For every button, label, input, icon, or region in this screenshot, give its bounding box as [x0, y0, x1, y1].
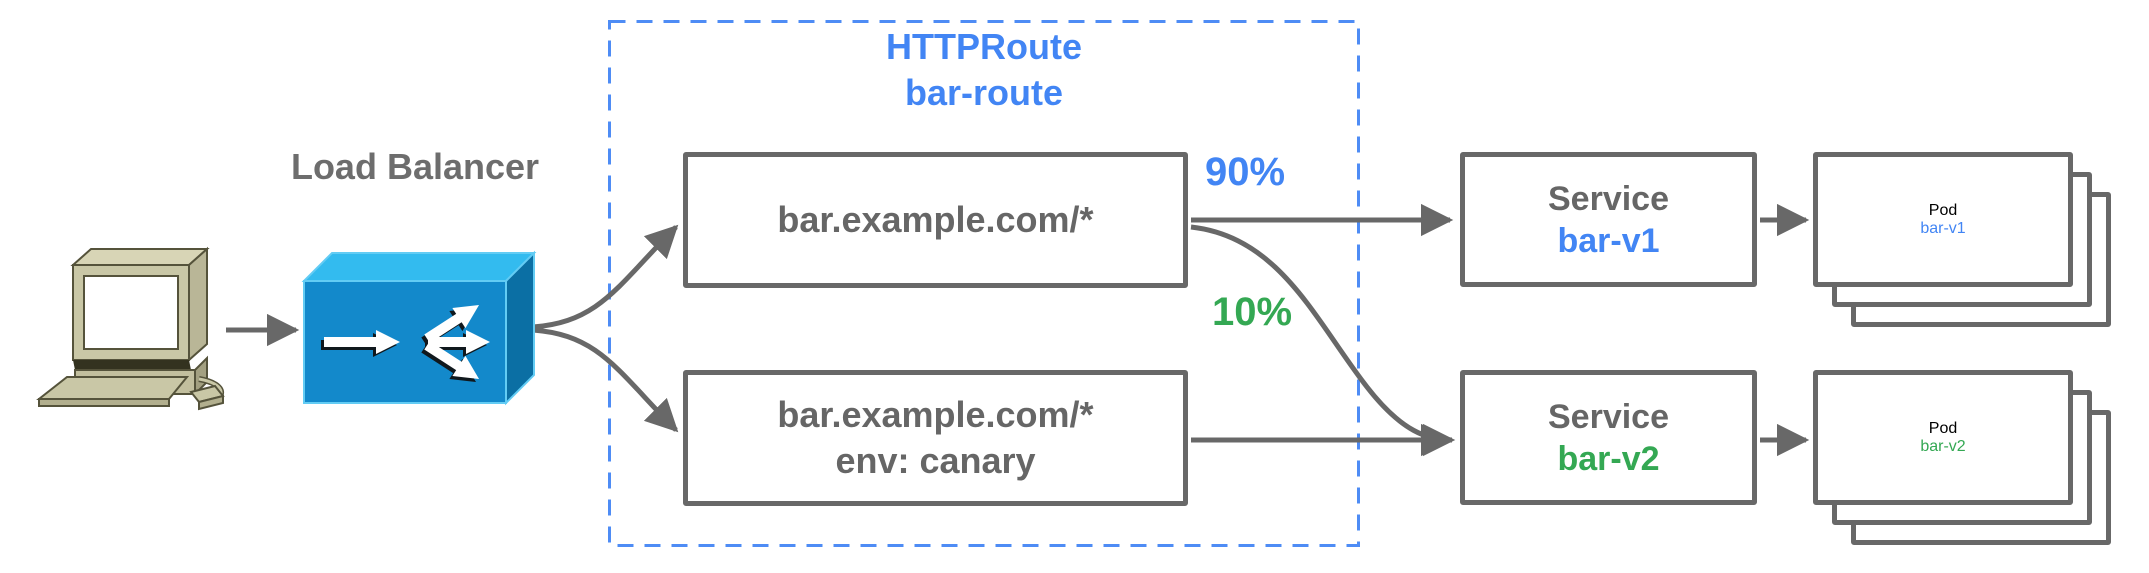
service-v2-name-label: bar-v2	[1557, 439, 1660, 478]
service-bar-v2-box: Service bar-v2	[1460, 370, 1757, 505]
route-rule-1-box: bar.example.com/*	[683, 152, 1188, 288]
route-rule-1-match: bar.example.com/*	[777, 199, 1094, 240]
pod-v1-name-label: bar-v1	[1920, 219, 1966, 237]
load-balancer-label: Load Balancer	[290, 146, 540, 187]
pod-v1-kind-label: Pod	[1928, 201, 1958, 219]
load-balancer-icon	[301, 250, 537, 406]
pod-v2-kind-label: Pod	[1928, 419, 1958, 437]
httproute-dashed-border	[608, 20, 1360, 547]
pod-bar-v1-stack: Pod bar-v1	[1813, 152, 2113, 332]
httproute-name-label: bar-route	[904, 72, 1063, 113]
route-rule-2-box: bar.example.com/* env: canary	[683, 370, 1188, 506]
service-v2-kind-label: Service	[1548, 397, 1669, 436]
httproute-group-title: HTTPRoute bar-route	[608, 24, 1360, 116]
service-v1-name-label: bar-v1	[1557, 221, 1660, 260]
pod-v2-name-label: bar-v2	[1920, 437, 1966, 455]
arrow-lb-to-rule2	[532, 327, 679, 433]
service-v1-kind-label: Service	[1548, 179, 1669, 218]
weight-10-label: 10%	[1212, 290, 1293, 334]
route-rule-2-match: bar.example.com/*	[777, 394, 1094, 435]
pod-bar-v1-box: Pod bar-v1	[1813, 152, 2073, 287]
pod-bar-v2-box: Pod bar-v2	[1813, 370, 2073, 505]
service-bar-v1-box: Service bar-v1	[1460, 152, 1757, 287]
route-rule-2-header-match: env: canary	[835, 440, 1036, 481]
arrow-lb-to-rule1	[532, 224, 679, 330]
weight-90-label: 90%	[1205, 150, 1286, 194]
httproute-kind-label: HTTPRoute	[886, 26, 1082, 67]
pod-bar-v2-stack: Pod bar-v2	[1813, 370, 2113, 550]
desktop-computer-icon	[36, 246, 225, 411]
